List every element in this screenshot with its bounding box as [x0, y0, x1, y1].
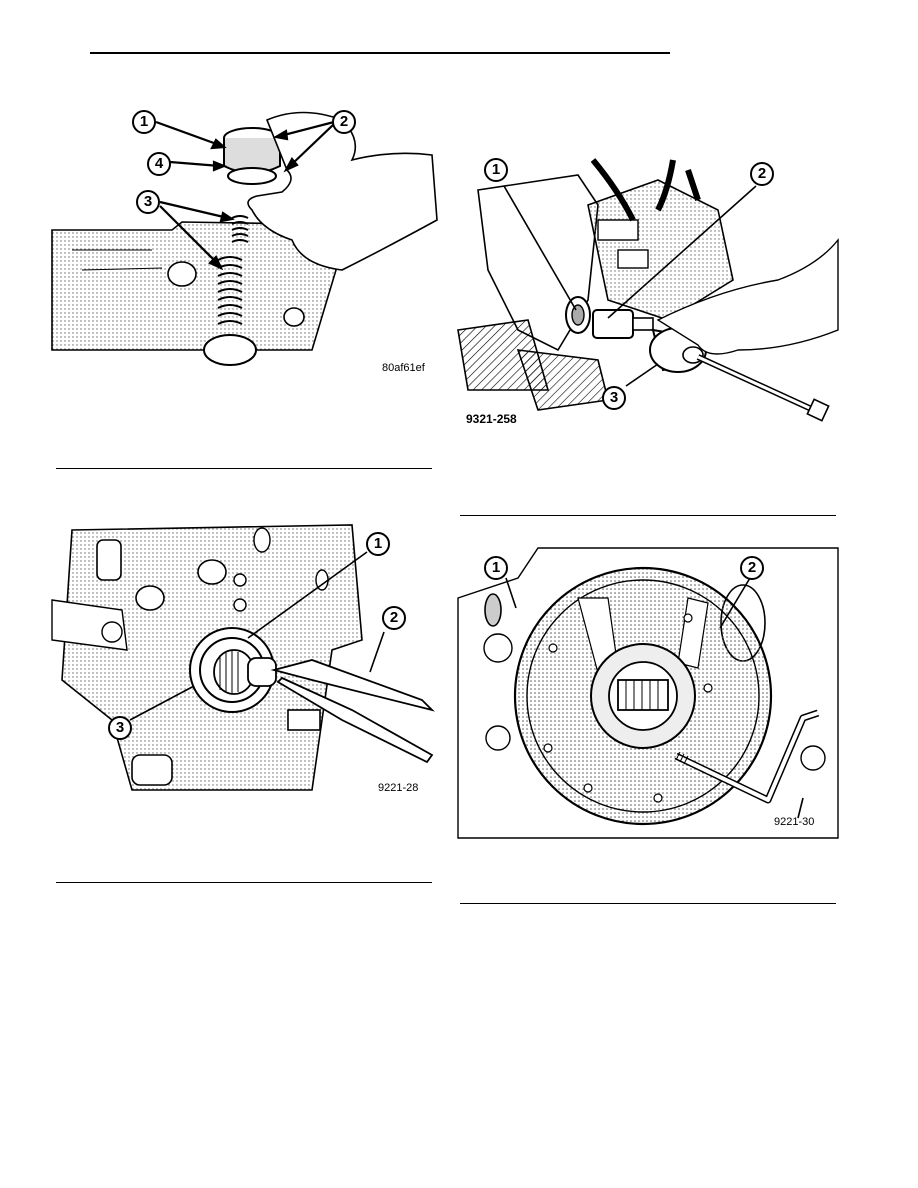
callout-1: 1	[484, 158, 508, 182]
figure-divider	[460, 515, 836, 516]
figure-divider	[460, 903, 836, 904]
figure-seal-removal: 1 2 3 9221-28	[52, 520, 437, 800]
callout-2: 2	[332, 110, 356, 134]
figure-oil-pump: 1 2 9221-30	[458, 548, 838, 838]
figure-id: 80af61ef	[382, 362, 425, 374]
callout-1: 1	[132, 110, 156, 134]
callout-4: 4	[147, 152, 171, 176]
figure-divider	[56, 468, 432, 469]
callout-3: 3	[602, 386, 626, 410]
figure-governor-springs: 1 2 4 3 80af61ef	[52, 100, 437, 390]
callout-3: 3	[108, 716, 132, 740]
figure-divider	[56, 882, 432, 883]
callout-2: 2	[740, 556, 764, 580]
figure-id: 9321-258	[466, 412, 517, 426]
seal-installer-illustration	[458, 150, 838, 440]
oil-pump-illustration	[458, 548, 838, 838]
callout-1: 1	[484, 556, 508, 580]
callout-2: 2	[382, 606, 406, 630]
callout-3: 3	[136, 190, 160, 214]
figure-seal-installer: 1 2 3 9321-258	[458, 150, 838, 440]
header-rule	[90, 52, 670, 54]
figure-id: 9221-28	[378, 782, 418, 794]
callout-1: 1	[366, 532, 390, 556]
callout-2: 2	[750, 162, 774, 186]
figure-id: 9221-30	[774, 816, 814, 828]
governor-spring-illustration	[52, 100, 437, 390]
seal-removal-illustration	[52, 520, 437, 800]
